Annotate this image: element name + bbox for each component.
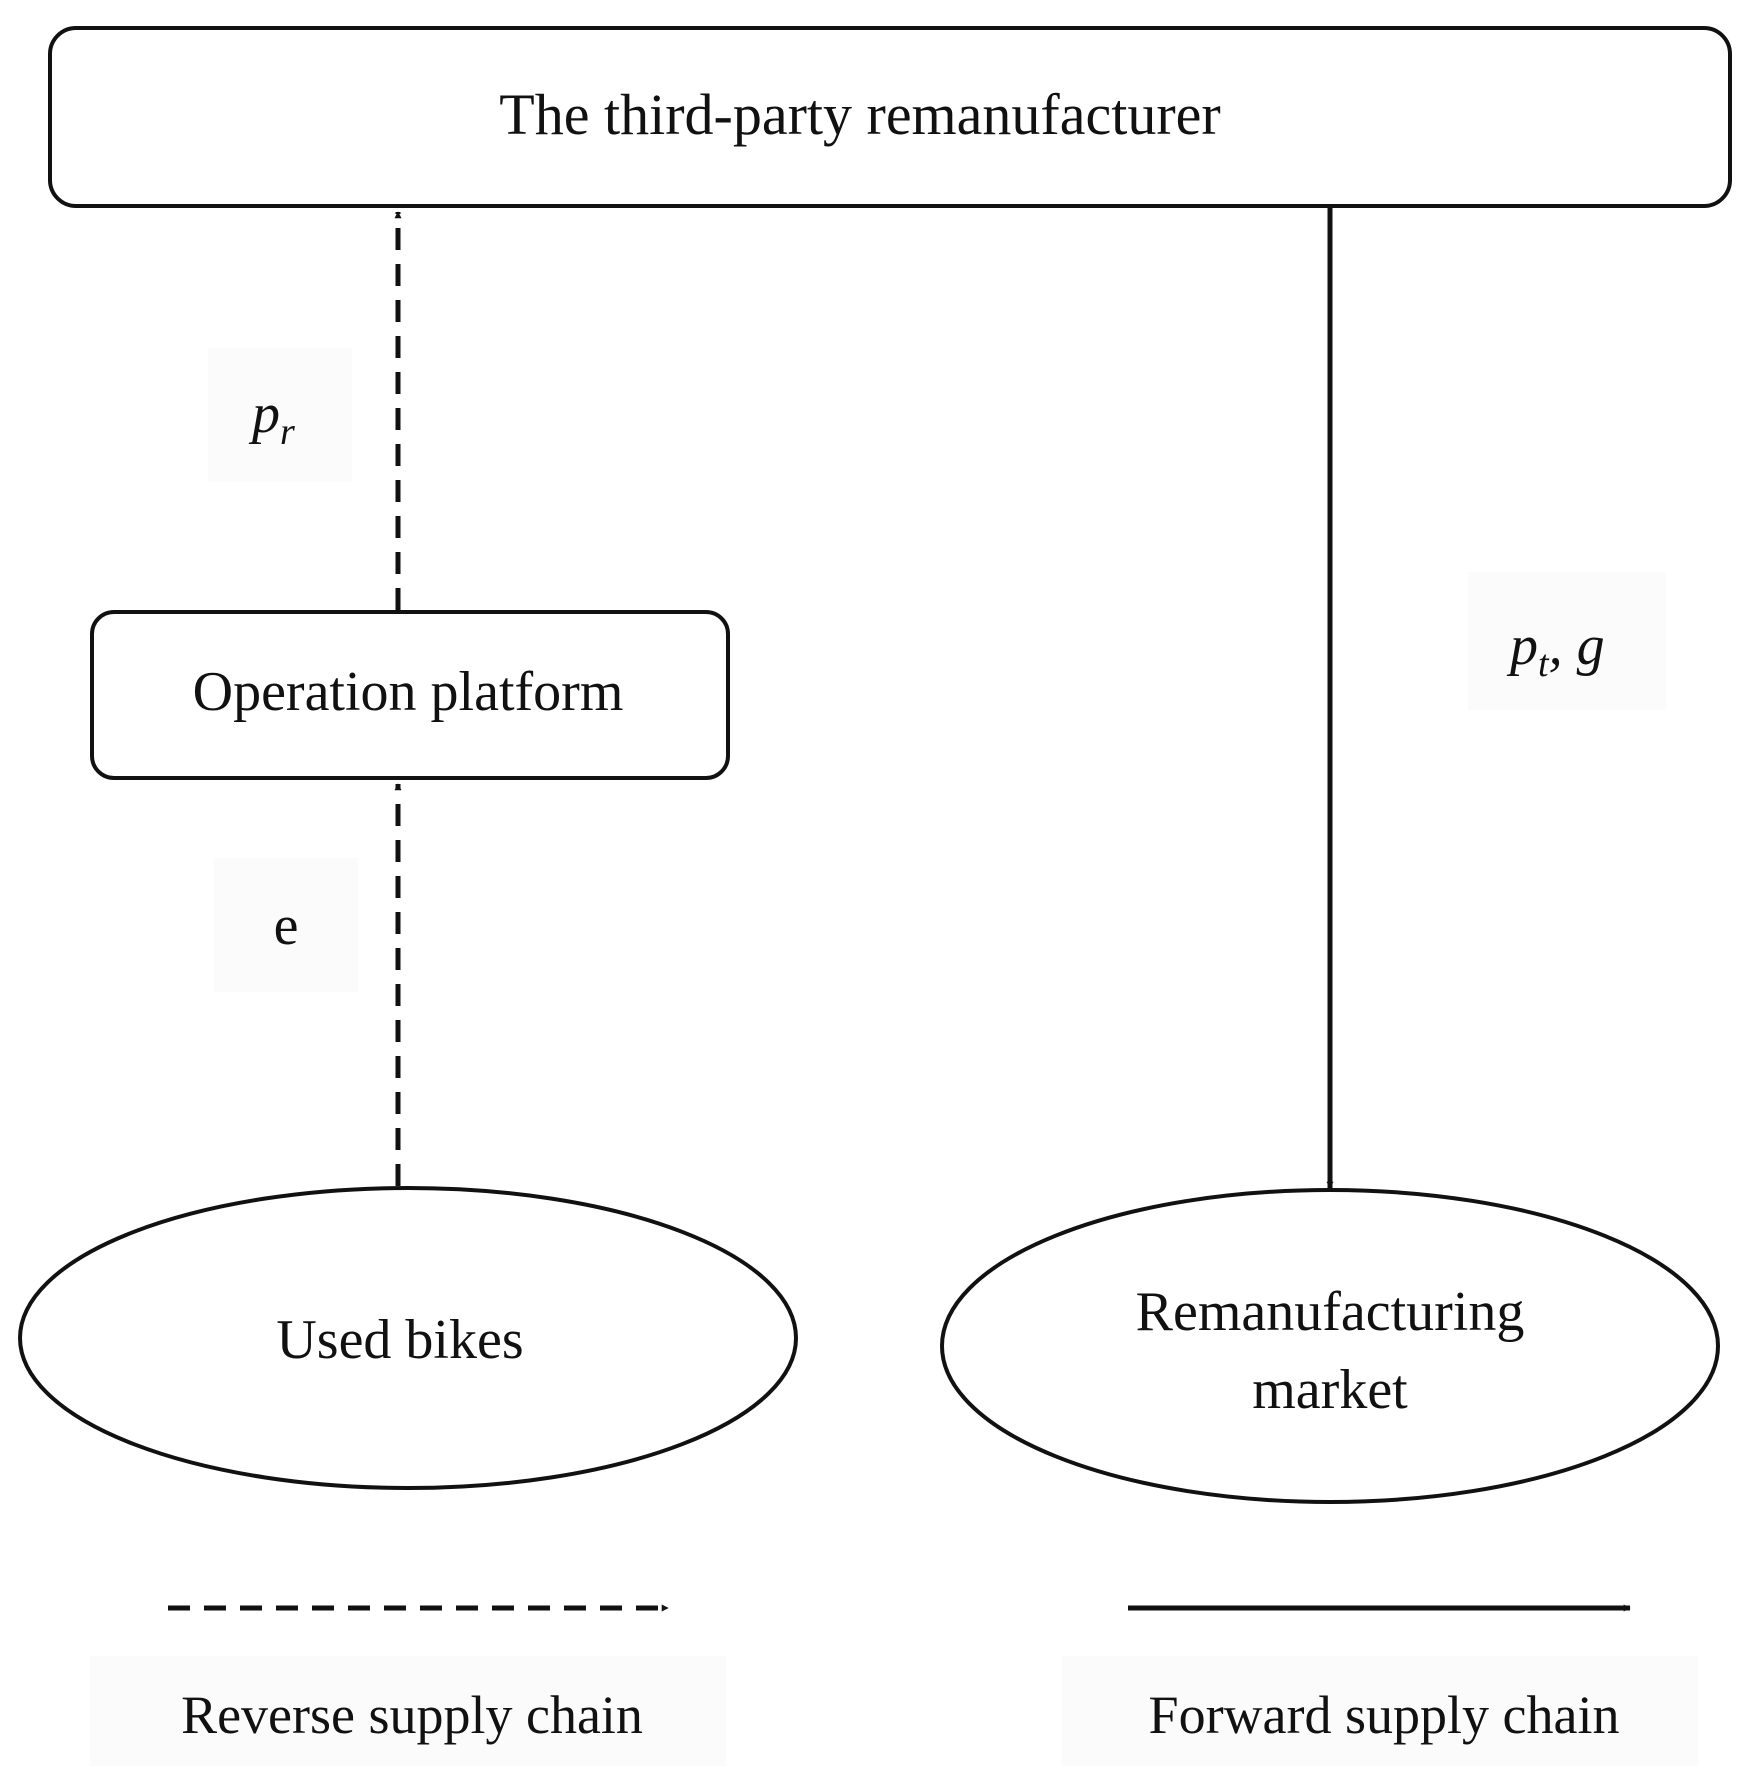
pr-subscript: r bbox=[280, 411, 295, 453]
svg-text:pr: pr bbox=[248, 383, 295, 453]
remanufacturing-market-node: Remanufacturing market bbox=[940, 1188, 1720, 1504]
legend-reverse-label: Reverse supply chain bbox=[181, 1685, 643, 1745]
g-symbol: g bbox=[1577, 615, 1605, 677]
legend-reverse: Reverse supply chain bbox=[90, 1604, 726, 1766]
svg-text:pt, g: pt, g bbox=[1506, 615, 1605, 685]
legend-forward-label: Forward supply chain bbox=[1149, 1685, 1620, 1745]
price-pr-label: pr bbox=[208, 348, 352, 482]
remanufacturer-label: The third-party remanufacturer bbox=[499, 82, 1220, 147]
pt-symbol: p bbox=[1506, 615, 1538, 677]
operation-platform-node: Operation platform bbox=[90, 610, 730, 780]
e-symbol: e bbox=[274, 895, 299, 957]
used-bikes-node: Used bikes bbox=[18, 1186, 798, 1490]
operation-platform-label: Operation platform bbox=[193, 661, 624, 723]
pt-g-separator: , bbox=[1549, 615, 1577, 677]
pr-symbol: p bbox=[248, 383, 280, 445]
remanufacturing-market-label-line2: market bbox=[1252, 1359, 1408, 1421]
legend-forward: Forward supply chain bbox=[1062, 1604, 1698, 1766]
used-bikes-label: Used bikes bbox=[276, 1309, 523, 1371]
pt-subscript: t bbox=[1538, 643, 1550, 685]
effort-e-label: e bbox=[214, 858, 358, 992]
remanufacturer-node: The third-party remanufacturer bbox=[48, 26, 1732, 208]
remanufacturing-market-label-line1: Remanufacturing bbox=[1136, 1281, 1525, 1343]
price-pt-g-label: pt, g bbox=[1468, 572, 1666, 710]
